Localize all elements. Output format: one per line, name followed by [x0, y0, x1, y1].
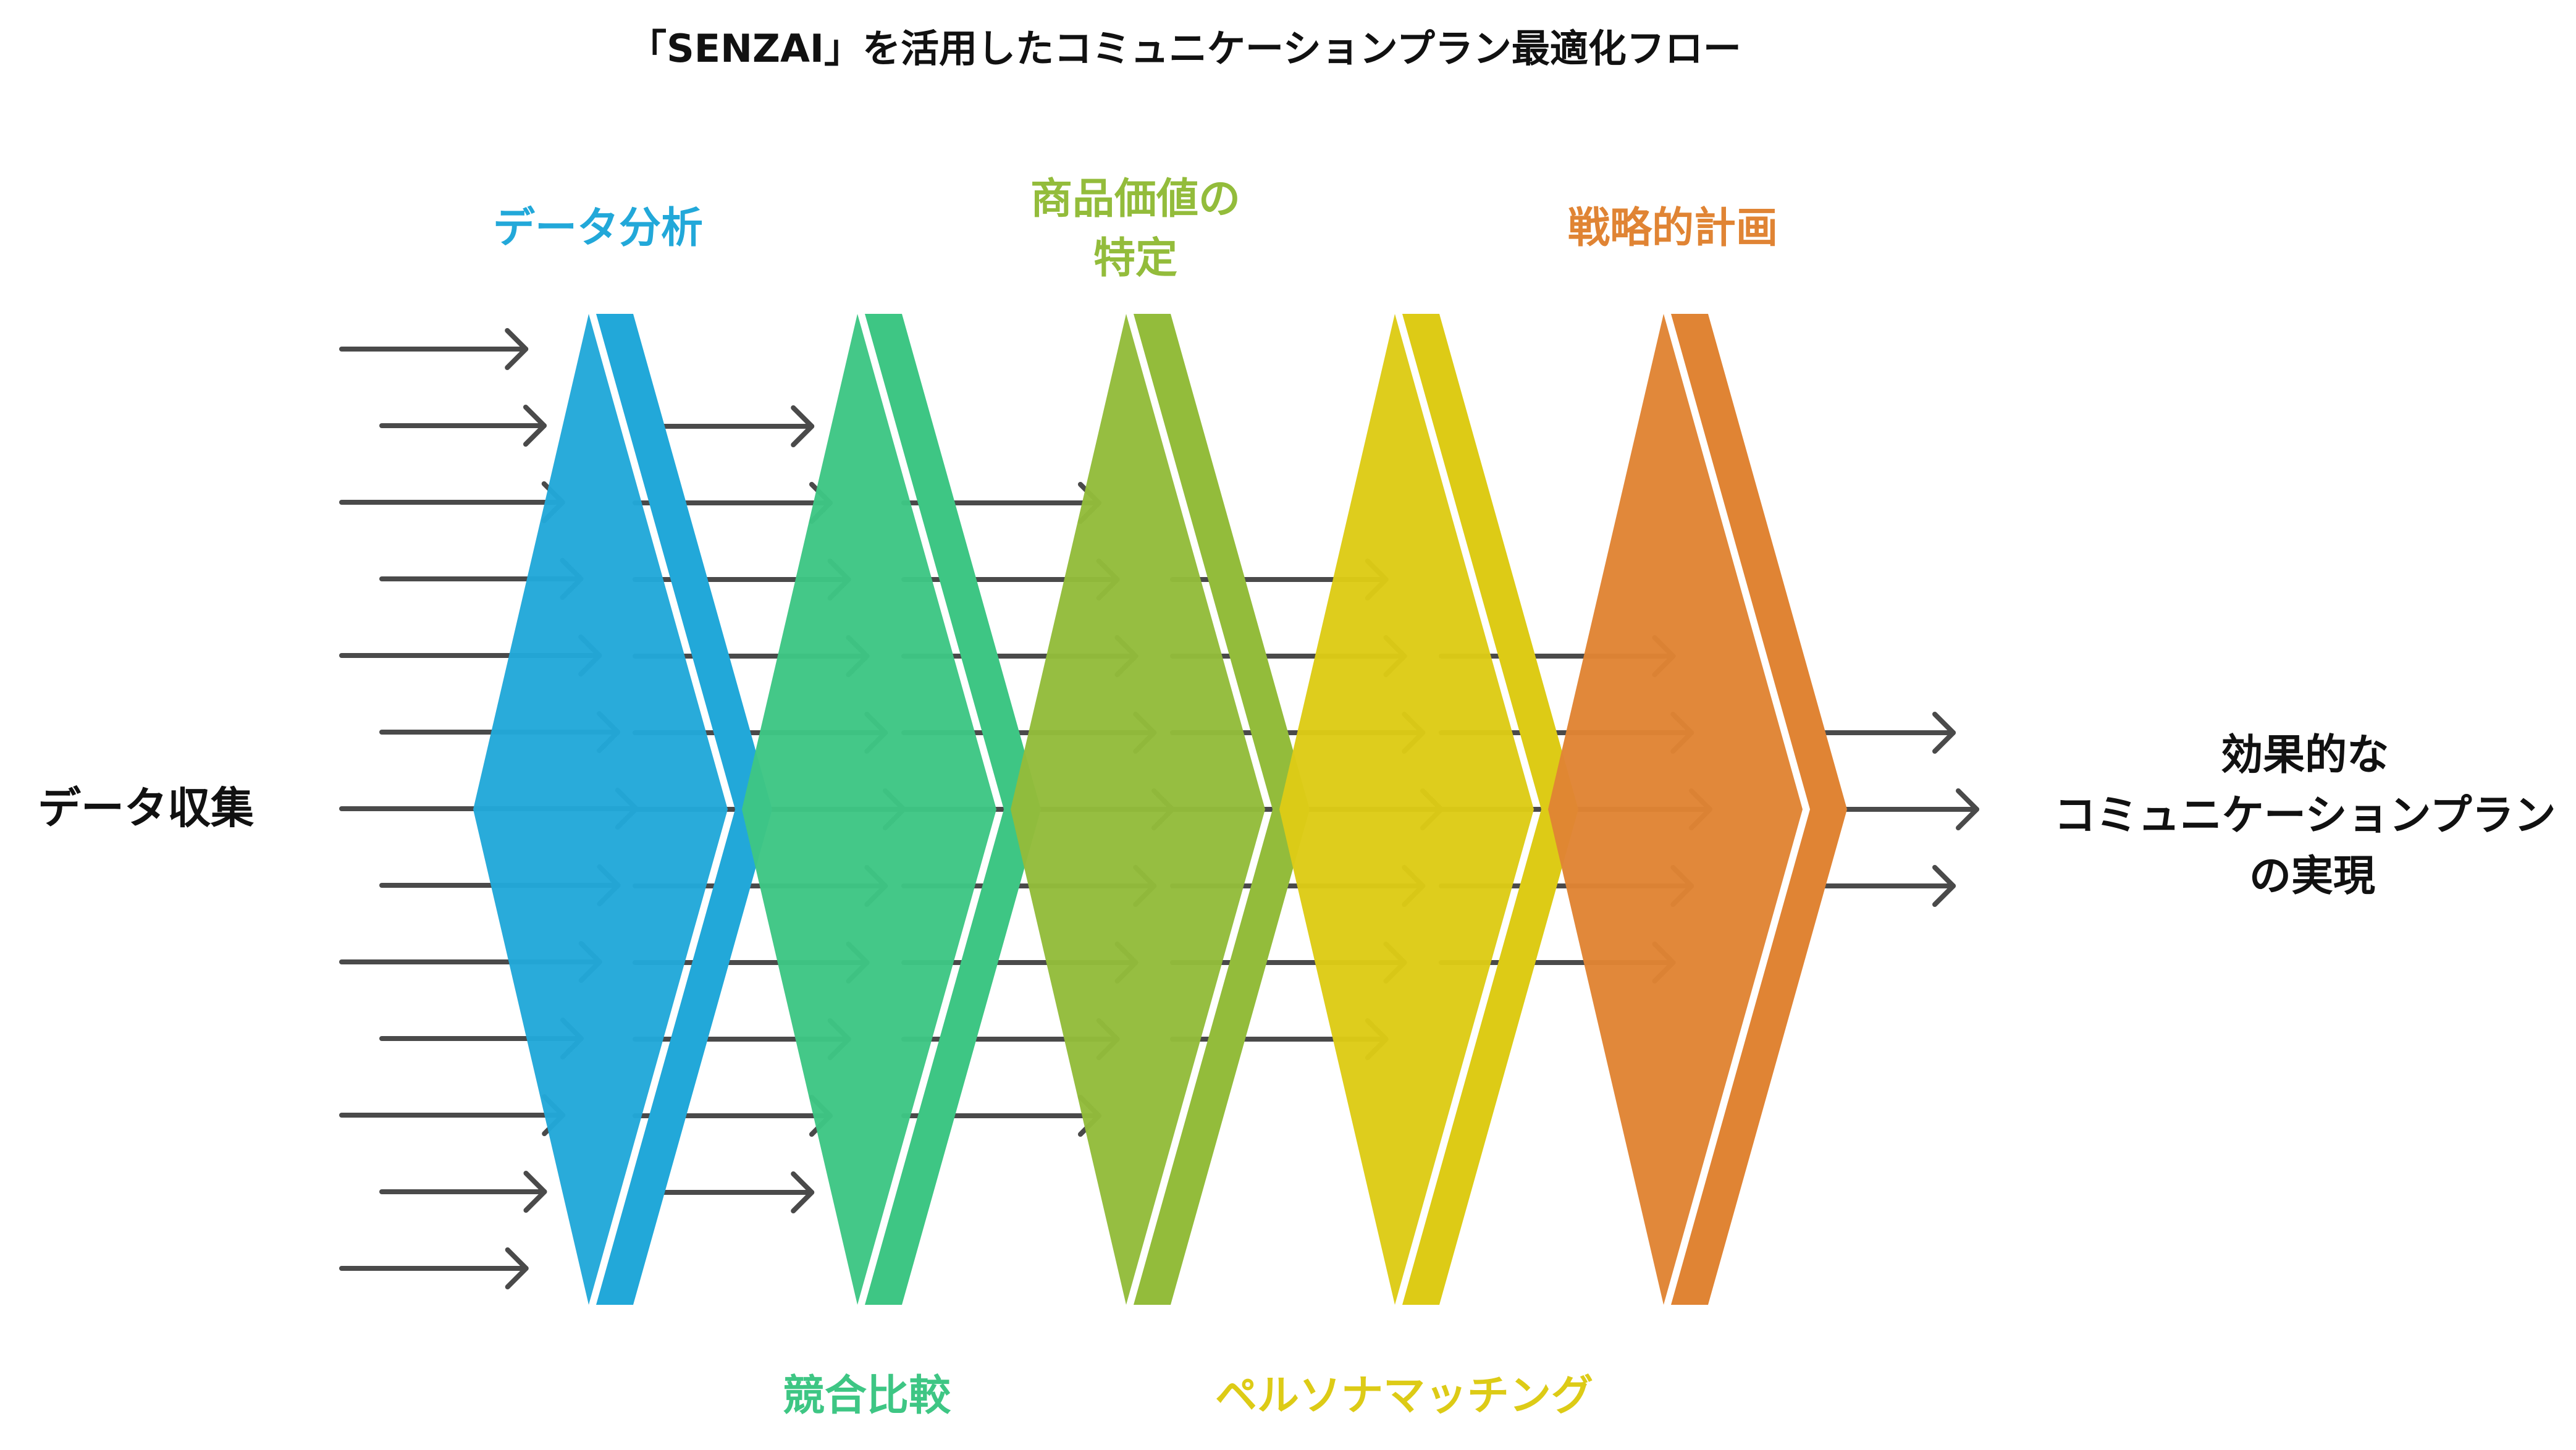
- stage-label-2: 競合比較: [783, 1372, 951, 1420]
- stage-label-1: データ分析: [493, 204, 703, 253]
- output-label-line-3: の実現: [2249, 852, 2375, 901]
- output-arrow: [1817, 865, 1956, 907]
- stage-chevron-1: [473, 314, 772, 1305]
- input-arrow: [379, 405, 547, 447]
- stage-chevron-body: [742, 314, 996, 1305]
- output-label-line-1: 効果的な: [2221, 731, 2389, 780]
- input-arrow: [379, 1171, 547, 1213]
- stage-label-line: 戦略的計画: [1568, 204, 1778, 253]
- stage-chevron-2: [742, 314, 1041, 1305]
- stage-chevron-stripe: [1134, 314, 1310, 1305]
- output-label-line-2: コミュニケーションプラン: [2054, 791, 2556, 840]
- stage-label-4: ペルソナマッチング: [1215, 1372, 1593, 1420]
- stage-label-5: 戦略的計画: [1568, 204, 1778, 253]
- stage-chevron-body: [1279, 314, 1534, 1305]
- stage-chevrons: [473, 314, 1847, 1305]
- stage-label-3: 商品価値の特定: [1030, 175, 1240, 283]
- input-arrow: [339, 1247, 529, 1289]
- output-label: 効果的な コミュニケーションプラン の実現: [2054, 731, 2570, 901]
- stage-label-line: 競合比較: [783, 1372, 951, 1420]
- stage-label-line: データ分析: [493, 204, 703, 253]
- stage-chevron-stripe: [596, 314, 772, 1305]
- input-arrow: [339, 1094, 566, 1136]
- stage-chevron-5: [1548, 314, 1847, 1305]
- stage-chevron-body: [1011, 314, 1265, 1305]
- stage-chevron-stripe: [1402, 314, 1578, 1305]
- stage-chevron-3: [1011, 314, 1310, 1305]
- output-arrow: [1817, 712, 1956, 754]
- stage-label-line: ペルソナマッチング: [1215, 1372, 1593, 1420]
- diagram-title: 「SENZAI」を活用したコミュニケーションプラン最適化フロー: [628, 26, 1741, 71]
- stage-label-line: 特定: [1093, 234, 1177, 283]
- stage-label-line: 商品価値の: [1030, 175, 1240, 224]
- input-arrow: [339, 328, 529, 370]
- stage-chevron-body: [1548, 314, 1803, 1305]
- stage-chevron-stripe: [1671, 314, 1847, 1305]
- stage-chevron-body: [473, 314, 728, 1305]
- input-arrow: [339, 481, 565, 523]
- stage-chevron-4: [1279, 314, 1578, 1305]
- stage-chevron-stripe: [865, 314, 1041, 1305]
- input-label: データ収集: [38, 783, 254, 833]
